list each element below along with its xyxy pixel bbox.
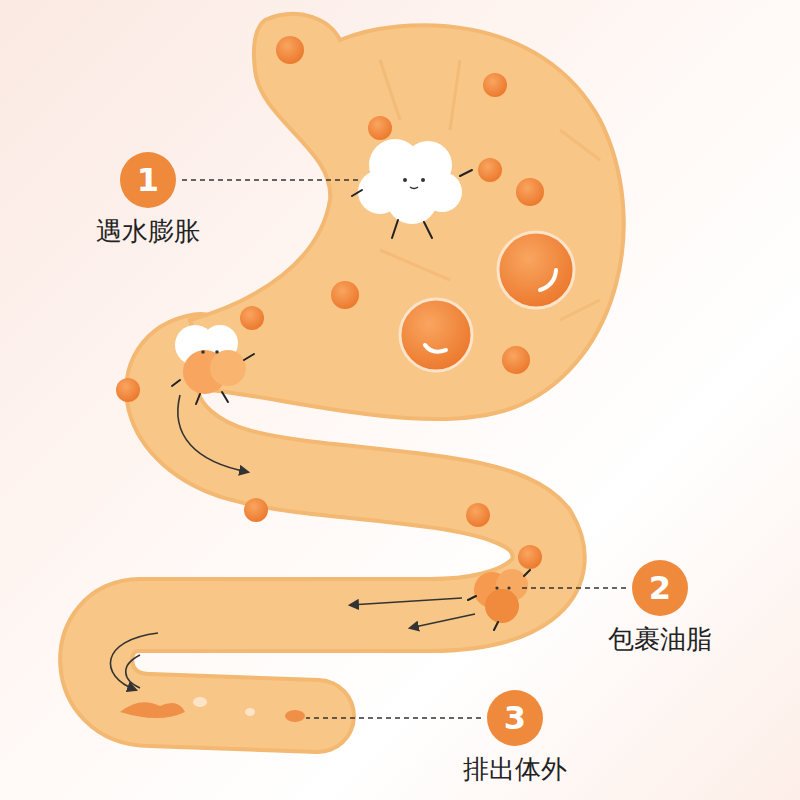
callout-label: 遇水膨胀 (96, 216, 200, 247)
limbs (468, 570, 530, 630)
motion-arrow (178, 395, 248, 472)
droplet-shine (425, 345, 446, 352)
fold (560, 130, 600, 160)
fold (450, 60, 460, 130)
eye (507, 586, 510, 589)
mouth (410, 187, 418, 189)
droplet (516, 178, 544, 206)
droplet (244, 498, 268, 522)
droplet (478, 158, 502, 182)
leader-line (522, 587, 626, 589)
limbs (172, 354, 254, 404)
droplet (502, 346, 530, 374)
droplet (368, 116, 392, 140)
leader-line (182, 179, 362, 181)
eye (421, 178, 425, 182)
eye (495, 586, 498, 589)
limbs (352, 170, 472, 238)
stomach-folds (380, 60, 600, 320)
callout: 3 排出体外 (463, 690, 567, 785)
cloud-part (422, 172, 462, 212)
callout-label: 排出体外 (463, 754, 567, 785)
residue (193, 697, 207, 707)
droplet (483, 73, 507, 97)
fold (380, 60, 400, 120)
eye (201, 350, 205, 354)
droplet (518, 545, 542, 569)
fiber-character-swollen (352, 139, 472, 238)
leader-lines (182, 180, 626, 718)
large-droplet (400, 299, 472, 371)
fiber-character-moving (172, 325, 254, 404)
droplet-shine (540, 270, 556, 290)
waste (285, 710, 305, 722)
large-droplet (498, 232, 574, 308)
motion-arrows (110, 395, 475, 690)
callout-number: 2 (632, 560, 688, 616)
motion-arrow (110, 633, 158, 690)
callout-number: 1 (120, 152, 176, 208)
eye (403, 178, 407, 182)
leader-line (306, 717, 481, 719)
droplet (466, 503, 490, 527)
droplet (116, 378, 140, 402)
droplet (240, 306, 264, 330)
droplet (331, 281, 359, 309)
stomach (190, 14, 624, 419)
motion-arrow (350, 598, 462, 605)
callout-label: 包裹油脂 (608, 624, 712, 655)
cloud-part (485, 589, 519, 623)
callout: 2 包裹油脂 (608, 560, 712, 655)
fold (560, 300, 600, 320)
waste (120, 702, 185, 718)
fat-droplets (116, 36, 574, 722)
cloud-part (210, 350, 246, 386)
callout-number: 3 (487, 690, 543, 746)
droplet (276, 36, 304, 64)
motion-arrow (126, 655, 140, 688)
eye (215, 350, 219, 354)
residue (245, 708, 255, 716)
fold (380, 250, 450, 280)
motion-arrow (410, 614, 475, 628)
fiber-character-oily (468, 569, 530, 630)
callout: 1 遇水膨胀 (96, 152, 200, 247)
